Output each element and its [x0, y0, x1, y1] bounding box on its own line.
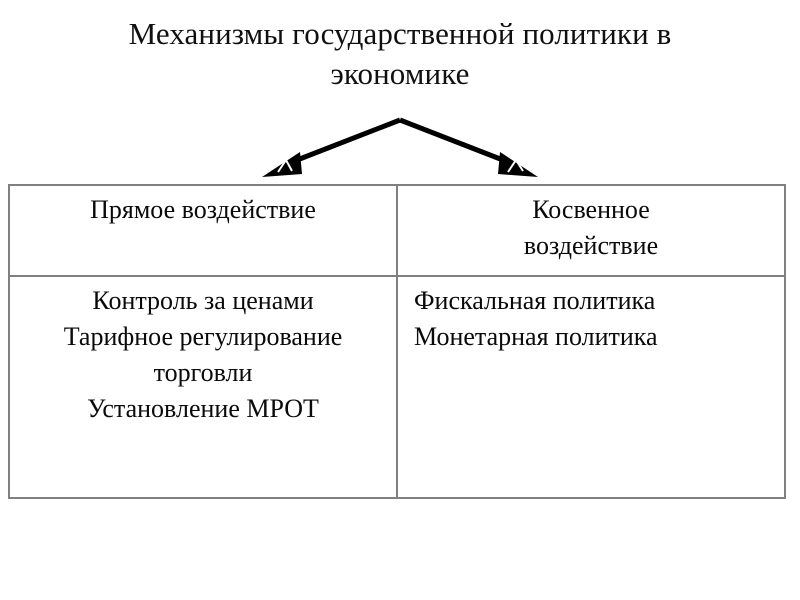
- direct-item-2: Тарифное регулирование торговли: [63, 321, 343, 387]
- column-header-direct: Прямое воздействие: [90, 195, 316, 224]
- page-title: Механизмы государственной политики в эко…: [40, 14, 760, 94]
- indirect-item-2: Монетарная политика: [414, 321, 658, 351]
- table-cell-direct-items: Контроль за ценами Тарифное регулировани…: [8, 274, 398, 500]
- arrow-to-direct-impact: [262, 117, 401, 177]
- direct-item-1: Контроль за ценами: [92, 285, 314, 315]
- policy-matrix-table: Прямое воздействие Косвенное воздействие…: [8, 184, 786, 500]
- table-row-headers: Прямое воздействие Косвенное воздействие: [8, 184, 786, 277]
- page-title-line-2: экономике: [330, 56, 470, 91]
- table-cell-indirect-header: Косвенное воздействие: [396, 184, 786, 277]
- direct-item-3: Установление МРОТ: [87, 393, 319, 423]
- column-header-indirect-line-1: Косвенное: [532, 195, 650, 224]
- arrow-to-indirect-impact: [399, 117, 538, 177]
- table-cell-indirect-items: Фискальная политика Монетарная политика: [396, 274, 786, 500]
- indirect-item-1: Фискальная политика: [414, 285, 656, 315]
- branch-arrows: [0, 100, 800, 190]
- page-title-line-1: Механизмы государственной политики в: [128, 16, 672, 51]
- table-row-items: Контроль за ценами Тарифное регулировани…: [8, 274, 786, 500]
- column-header-indirect-line-2: воздействие: [523, 231, 659, 260]
- table-cell-direct-header: Прямое воздействие: [8, 184, 398, 277]
